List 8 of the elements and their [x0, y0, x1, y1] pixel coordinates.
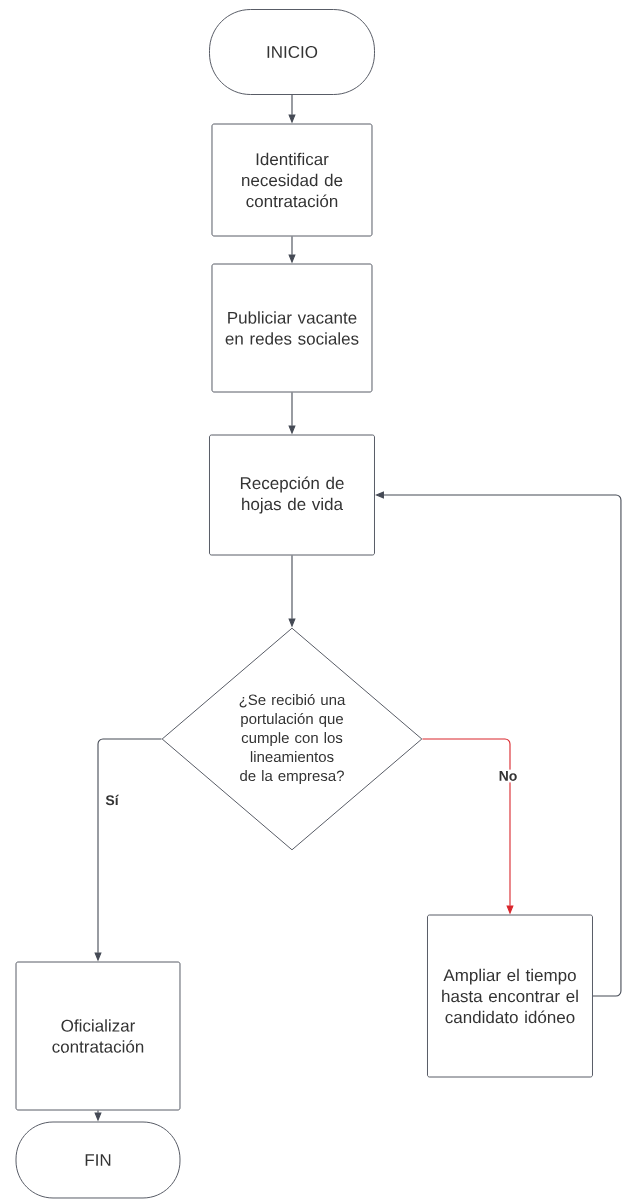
process-box: Ampliar el tiempo hasta encontrar el candidato idóneo	[427, 914, 593, 1078]
edge-label: Sí	[103, 793, 121, 807]
process-box: Oficializar contratación	[15, 961, 181, 1111]
process-box: Identificar necesidad de contratación	[211, 123, 373, 237]
process-box: Publiciar vacante en redes sociales	[211, 263, 373, 393]
edge-label: No	[497, 769, 519, 783]
arrow	[375, 491, 622, 997]
process-box: Recepción de hojas de vida	[209, 434, 375, 556]
